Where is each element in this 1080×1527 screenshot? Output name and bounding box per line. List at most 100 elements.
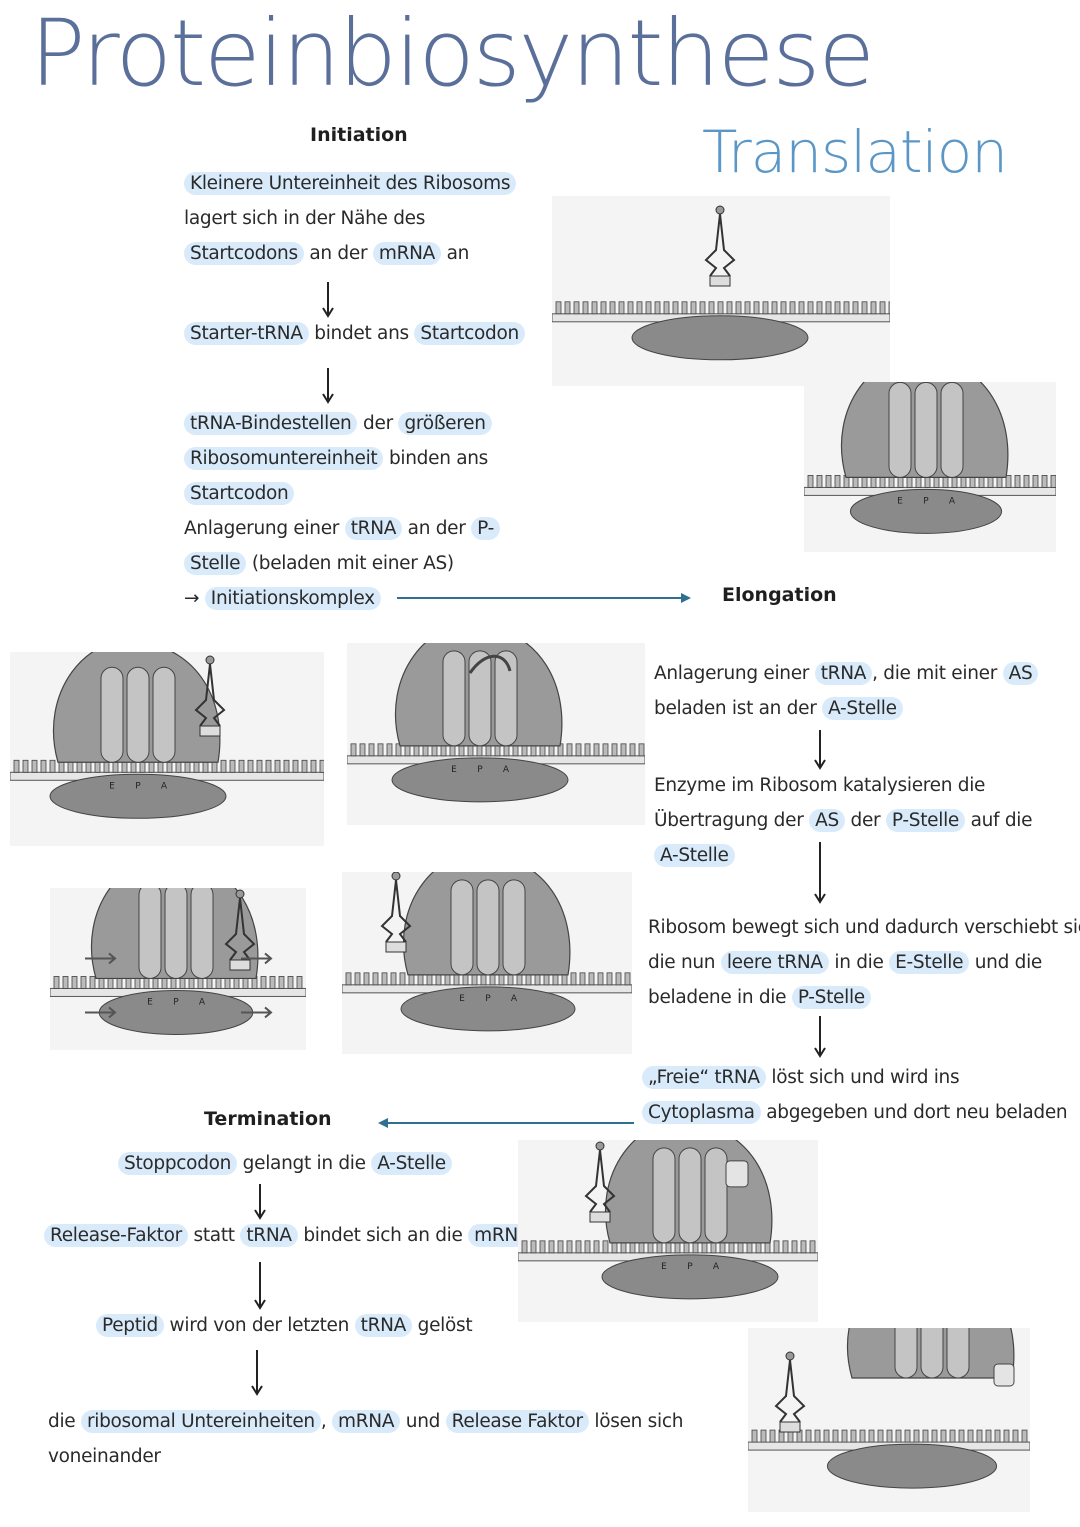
highlighted-term: ribosomal Untereinheiten (80, 1410, 321, 1433)
termination-step-4: die ribosomal Untereinheiten, mRNA und R… (48, 1404, 683, 1474)
text-line: Übertragung der AS der P-Stelle auf die (654, 803, 1033, 838)
binding-site (190, 888, 214, 979)
text-segment: , die mit einer (872, 663, 1003, 684)
text-segment: , (320, 1411, 333, 1432)
site-label: P (135, 781, 141, 791)
highlighted-term: A-Stelle (654, 844, 735, 867)
text-line: Anlagerung einer tRNA an der P- (184, 511, 500, 546)
site-label: A (511, 994, 518, 1004)
text-segment: und (400, 1411, 446, 1432)
text-segment: beladene in die (648, 987, 792, 1008)
text-line: → Initiationskomplex (184, 581, 500, 616)
text-line: tRNA-Bindestellen der größeren (184, 406, 500, 441)
binding-site (138, 888, 162, 979)
down-arrow-icon (814, 730, 826, 770)
small-subunit (849, 488, 1003, 534)
binding-site (442, 650, 466, 747)
binding-site (152, 666, 176, 763)
site-label: A (199, 997, 206, 1007)
text-segment: (beladen mit einer AS) (246, 553, 454, 574)
binding-site (164, 888, 188, 979)
trna-icon (584, 1141, 616, 1223)
binding-site (946, 1328, 970, 1379)
site-label: E (459, 994, 465, 1004)
highlighted-term: leere tRNA (720, 951, 829, 974)
text-segment: → (184, 588, 205, 609)
text-line: beladene in die P-Stelle (648, 980, 1080, 1015)
text-segment: auf die (965, 810, 1033, 831)
highlighted-term: größeren (398, 412, 492, 435)
text-segment: an (441, 243, 470, 264)
binding-site (476, 879, 500, 976)
text-line: Cytoplasma abgegeben und dort neu belade… (642, 1095, 1068, 1130)
text-line: Starter-tRNA bindet ans Startcodon (184, 316, 525, 351)
text-segment: löst sich und wird ins (765, 1067, 960, 1088)
text-segment: der (844, 810, 886, 831)
trna-icon (224, 889, 256, 971)
text-segment: der (357, 413, 399, 434)
highlighted-term: Stelle (184, 552, 247, 575)
site-label: A (949, 496, 956, 506)
text-segment: an der (402, 518, 472, 539)
text-segment: binden ans (383, 448, 488, 469)
text-segment: die (48, 1411, 81, 1432)
text-segment: in die (828, 952, 890, 973)
highlighted-term: Cytoplasma (642, 1101, 761, 1124)
down-arrow-icon (251, 1350, 263, 1396)
highlighted-term: tRNA (344, 517, 403, 540)
text-line: Startcodons an der mRNA an (184, 236, 516, 271)
text-segment: Enzyme im Ribosom katalysieren die (654, 775, 986, 796)
down-arrow-icon (814, 842, 826, 904)
highlighted-term: E-Stelle (889, 951, 970, 974)
heading-termination: Termination (204, 1108, 332, 1130)
binding-site (502, 879, 526, 976)
movement-arrow-icon (241, 1006, 273, 1019)
highlighted-term: Peptid (96, 1314, 164, 1337)
trna-icon (774, 1351, 806, 1433)
small-subunit (826, 1443, 998, 1489)
release-factor-icon (725, 1160, 749, 1188)
site-label: E (661, 1262, 667, 1272)
text-line: A-Stelle (654, 838, 1032, 873)
binding-site (894, 1328, 918, 1379)
site-label: A (503, 765, 510, 775)
text-segment: die nun (648, 952, 721, 973)
text-segment: lösen sich (588, 1411, 684, 1432)
highlighted-term: P- (471, 517, 500, 540)
site-label: E (897, 496, 903, 506)
text-line: beladen ist an der A-Stelle (654, 691, 1038, 726)
highlighted-term: Startcodon (184, 482, 295, 505)
down-arrow-icon (322, 368, 334, 404)
highlighted-term: P-Stelle (791, 986, 871, 1009)
binding-site (652, 1147, 676, 1244)
site-label: E (147, 997, 153, 1007)
text-segment: wird von der letzten (163, 1315, 355, 1336)
small-subunit (391, 757, 569, 803)
highlighted-term: AS (1002, 662, 1039, 685)
text-segment: Übertragung der (654, 810, 810, 831)
site-label: P (477, 765, 483, 775)
text-line: voneinander (48, 1439, 683, 1474)
site-label: A (713, 1262, 720, 1272)
highlighted-term: Startcodon (414, 322, 525, 345)
site-label: P (923, 496, 929, 506)
down-arrow-icon (254, 1184, 266, 1220)
text-segment: gelöst (412, 1315, 473, 1336)
diagram-small-subunit-start (552, 196, 890, 386)
left-arrow-icon (378, 1118, 634, 1128)
text-segment: an der (303, 243, 373, 264)
termination-step-2: Release-Faktor statt tRNA bindet sich an… (44, 1218, 537, 1253)
text-line: Anlagerung einer tRNA, die mit einer AS (654, 656, 1039, 691)
highlighted-term: Release Faktor (445, 1410, 589, 1433)
small-subunit (49, 773, 227, 819)
site-label: P (173, 997, 179, 1007)
